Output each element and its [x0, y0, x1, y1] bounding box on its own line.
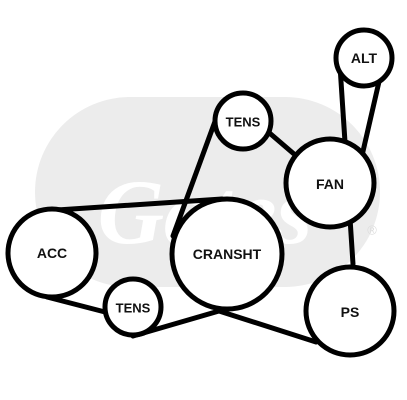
pulley-cransht-circle [169, 196, 285, 312]
belt-segment-cransht-to-tens-top [170, 113, 220, 239]
belt-segment-ps-to-cransht [216, 308, 319, 345]
pulley-cransht: CRANSHT [169, 196, 285, 312]
pulley-alt-circle [333, 27, 395, 89]
pulley-tens-bottom-circle [102, 276, 164, 338]
pulley-acc-label: ACC [37, 245, 67, 261]
watermark-body [35, 97, 380, 287]
pulley-tens-top-label: TENS [226, 115, 261, 130]
pulley-ps: PS [303, 264, 397, 358]
pulley-alt: ALT [333, 27, 395, 89]
pulley-tens-bottom-label: TENS [116, 301, 151, 316]
pulley-ps-label: PS [341, 304, 360, 320]
pulley-tens-bottom: TENS [102, 276, 164, 338]
pulley-cransht-label: CRANSHT [193, 246, 262, 262]
belt-segment-acc-to-cransht [39, 196, 225, 214]
pulley-alt-label: ALT [351, 50, 378, 66]
pulley-ps-circle [303, 264, 397, 358]
belt-segment-tens-top-to-fan [263, 127, 297, 157]
belt-segment-fan-to-alt [358, 70, 384, 163]
pulley-fan: FAN [283, 136, 377, 230]
pulley-tens-top-circle [212, 90, 274, 152]
belt-segment-tens-bottom-to-acc [44, 294, 108, 315]
pulley-acc: ACC [5, 206, 99, 300]
pulley-acc-circle [5, 206, 99, 300]
pulley-fan-label: FAN [316, 176, 344, 192]
watermark-registered-mark: ® [367, 223, 377, 238]
pulley-tens-top: TENS [212, 90, 274, 152]
pulley-fan-circle [283, 136, 377, 230]
